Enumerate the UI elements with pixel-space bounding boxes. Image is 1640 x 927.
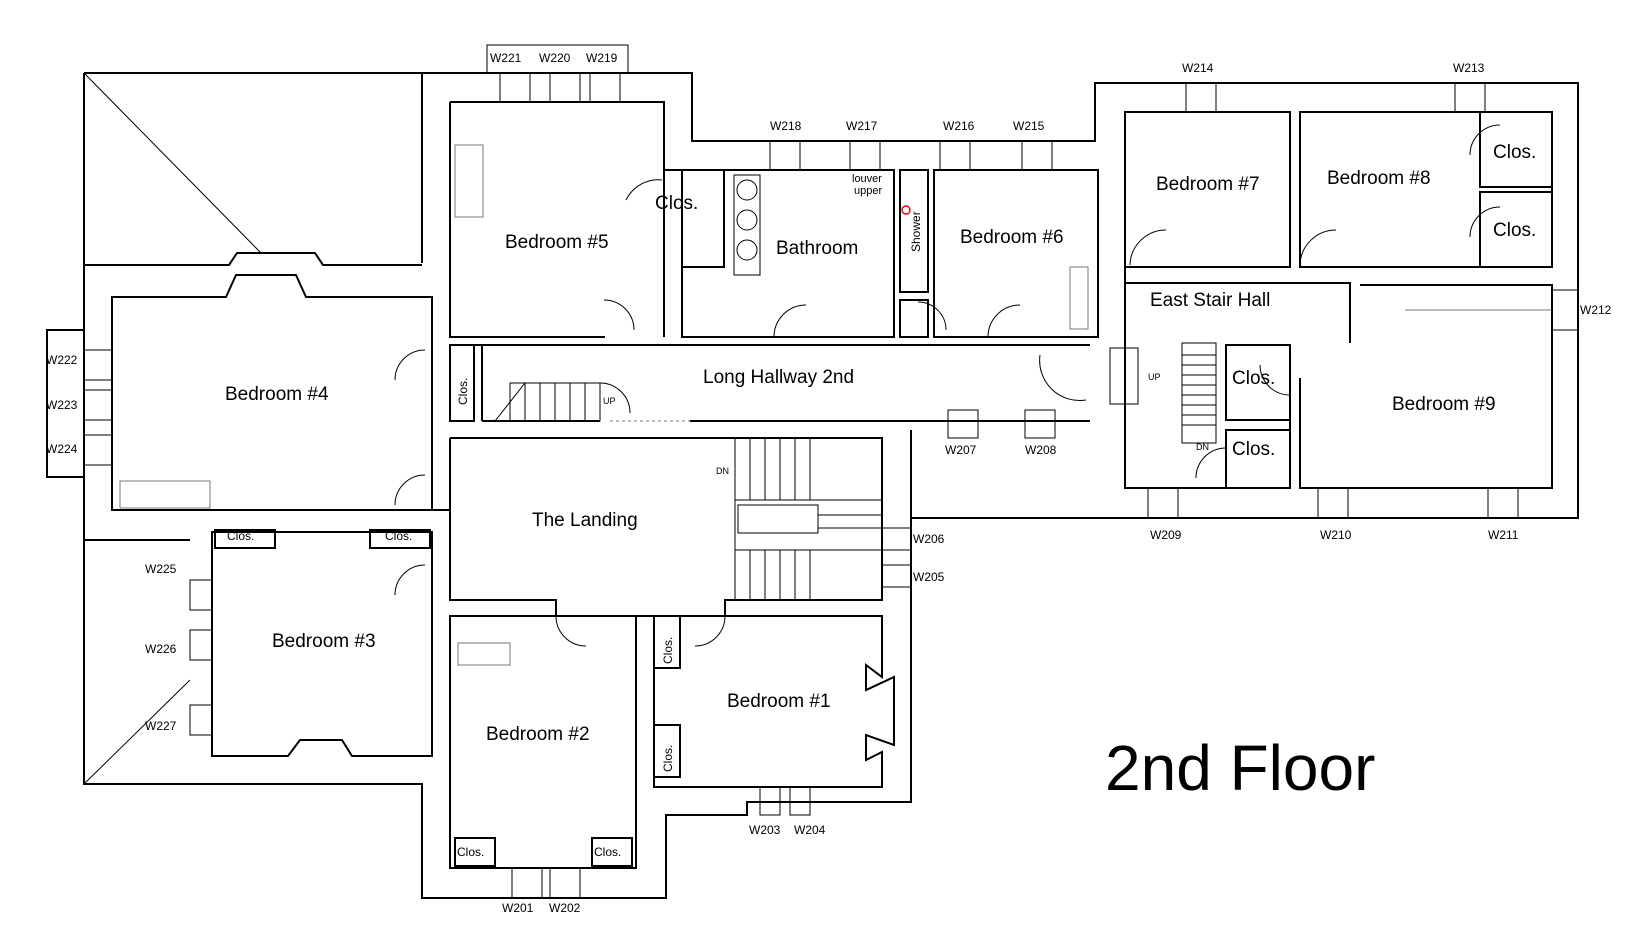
window-label: W210 bbox=[1320, 528, 1352, 542]
window-label: W217 bbox=[846, 119, 878, 133]
window-label: W207 bbox=[945, 443, 977, 457]
window-label: W223 bbox=[46, 398, 78, 412]
closet-labels: Clos. Clos. Clos. Clos. Clos. Clos. Clos… bbox=[227, 142, 1536, 859]
stair-down-label: DN bbox=[1196, 442, 1209, 452]
closet-label: Clos. bbox=[1493, 142, 1536, 163]
bedroom-5-label: Bedroom #5 bbox=[505, 232, 609, 253]
bedroom-9-label: Bedroom #9 bbox=[1392, 394, 1496, 415]
window-label: W203 bbox=[749, 823, 781, 837]
window-label: W208 bbox=[1025, 443, 1057, 457]
hallway-label: Long Hallway 2nd bbox=[703, 367, 854, 388]
stair-up-label: UP bbox=[603, 396, 616, 406]
window-label: W227 bbox=[145, 719, 177, 733]
shower-label: Shower bbox=[909, 211, 923, 252]
bedroom-7-label: Bedroom #7 bbox=[1156, 174, 1260, 195]
window-label: W201 bbox=[502, 901, 534, 915]
bathroom-label: Bathroom bbox=[776, 238, 858, 259]
bedroom-8-label: Bedroom #8 bbox=[1327, 168, 1431, 189]
window-label: W212 bbox=[1580, 303, 1612, 317]
stair-up-label: UP bbox=[1148, 372, 1161, 382]
window-label: W220 bbox=[539, 51, 571, 65]
closet-label: Clos. bbox=[456, 378, 470, 405]
closet-label: Clos. bbox=[1232, 439, 1275, 460]
window-label: W216 bbox=[943, 119, 975, 133]
window-label: W204 bbox=[794, 823, 826, 837]
closet-label: Clos. bbox=[661, 745, 675, 772]
floor-title: 2nd Floor bbox=[1105, 732, 1375, 804]
window-label: W226 bbox=[145, 642, 177, 656]
stair-down-label: DN bbox=[716, 466, 729, 476]
interior-walls bbox=[83, 72, 1579, 899]
upper-label: upper bbox=[854, 185, 882, 197]
window-label: W214 bbox=[1182, 61, 1214, 75]
bedroom-4-label: Bedroom #4 bbox=[225, 384, 329, 405]
closet-label: Clos. bbox=[385, 529, 412, 543]
closet-label: Clos. bbox=[457, 845, 484, 859]
landing-label: The Landing bbox=[532, 510, 638, 531]
window-labels: W201 W202 W203 W204 W205 W206 W207 W208 … bbox=[46, 51, 1612, 915]
bedroom-1-label: Bedroom #1 bbox=[727, 691, 831, 712]
bedroom-6-label: Bedroom #6 bbox=[960, 227, 1064, 248]
window-label: W218 bbox=[770, 119, 802, 133]
closet-label: Clos. bbox=[655, 193, 698, 214]
bedroom-2-label: Bedroom #2 bbox=[486, 724, 590, 745]
closet-label: Clos. bbox=[227, 529, 254, 543]
room-labels: Bedroom #1 Bedroom #2 Bedroom #3 Bedroom… bbox=[225, 168, 1496, 745]
window-label: W202 bbox=[549, 901, 581, 915]
window-label: W222 bbox=[46, 353, 78, 367]
closet-label: Clos. bbox=[1232, 368, 1275, 389]
bedroom-3-label: Bedroom #3 bbox=[272, 631, 376, 652]
closet-label: Clos. bbox=[1493, 220, 1536, 241]
window-label: W205 bbox=[913, 570, 945, 584]
east-stair-hall-label: East Stair Hall bbox=[1150, 290, 1270, 311]
window-label: W221 bbox=[490, 51, 522, 65]
window-label: W219 bbox=[586, 51, 618, 65]
louver-label: louver bbox=[852, 173, 882, 185]
window-label: W225 bbox=[145, 562, 177, 576]
window-label: W224 bbox=[46, 442, 78, 456]
window-label: W215 bbox=[1013, 119, 1045, 133]
closet-label: Clos. bbox=[661, 637, 675, 664]
window-label: W213 bbox=[1453, 61, 1485, 75]
window-label: W211 bbox=[1488, 528, 1519, 542]
window-label: W206 bbox=[913, 532, 945, 546]
closet-label: Clos. bbox=[594, 845, 621, 859]
window-label: W209 bbox=[1150, 528, 1182, 542]
